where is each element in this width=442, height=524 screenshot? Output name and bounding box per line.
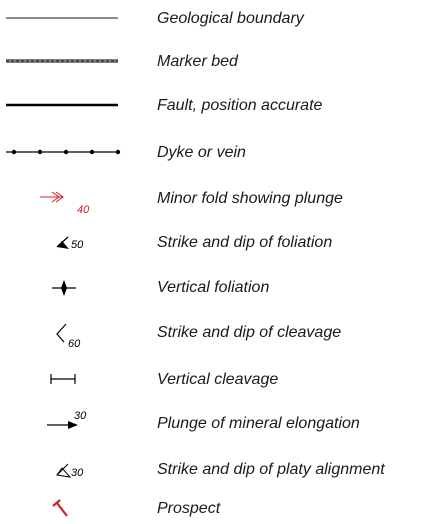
foliation-dip-value: 50 — [71, 239, 84, 251]
foliation-triangle-icon: 50 — [0, 228, 140, 258]
cleavage-dip-value: 60 — [68, 338, 81, 350]
legend-label: Fault, position accurate — [157, 97, 323, 114]
legend-item-geological-boundary: Geological boundary — [0, 4, 442, 34]
legend-item-foliation: 50 Strike and dip of foliation — [0, 228, 442, 258]
legend-label: Minor fold showing plunge — [157, 190, 343, 207]
marker-bed-symbol — [0, 47, 140, 77]
prospect-pick-icon — [0, 494, 140, 524]
legend-label: Strike and dip of cleavage — [157, 324, 342, 341]
legend-label: Prospect — [157, 500, 221, 517]
vertical-foliation-icon — [0, 273, 140, 303]
legend-label: Strike and dip of platy alignment — [157, 461, 385, 478]
legend-item-platy-alignment: 30 Strike and dip of platy alignment — [0, 455, 442, 485]
mineral-elongation-arrow-icon: 30 — [0, 409, 140, 439]
legend-item-dyke-or-vein: Dyke or vein — [0, 138, 442, 168]
legend-item-marker-bed: Marker bed — [0, 47, 442, 77]
platy-alignment-triangle-icon: 30 — [0, 455, 140, 485]
legend-label: Strike and dip of foliation — [157, 234, 333, 251]
legend-item-vertical-foliation: Vertical foliation — [0, 273, 442, 303]
legend-item-fault: Fault, position accurate — [0, 91, 442, 121]
fold-plunge-value: 40 — [77, 204, 90, 216]
platy-dip-value: 30 — [71, 467, 84, 479]
legend-label: Dyke or vein — [157, 144, 246, 161]
dyke-symbol — [0, 138, 140, 168]
legend-item-mineral-elongation: 30 Plunge of mineral elongation — [0, 409, 442, 439]
legend-item-vertical-cleavage: Vertical cleavage — [0, 365, 442, 395]
legend-label: Geological boundary — [157, 10, 304, 27]
legend-item-cleavage: 60 Strike and dip of cleavage — [0, 318, 442, 350]
legend-label: Vertical foliation — [157, 279, 270, 296]
elongation-plunge-value: 30 — [74, 410, 87, 422]
vertical-cleavage-icon — [0, 365, 140, 395]
legend-label: Plunge of mineral elongation — [157, 415, 360, 432]
cleavage-angle-icon: 60 — [0, 318, 140, 350]
legend-label: Vertical cleavage — [157, 371, 279, 388]
legend-item-minor-fold: 40 Minor fold showing plunge — [0, 184, 442, 216]
fault-symbol — [0, 91, 140, 121]
geological-boundary-symbol — [0, 4, 140, 34]
legend-item-prospect: Prospect — [0, 494, 442, 524]
legend-label: Marker bed — [157, 53, 238, 70]
minor-fold-arrow-icon: 40 — [0, 184, 140, 216]
